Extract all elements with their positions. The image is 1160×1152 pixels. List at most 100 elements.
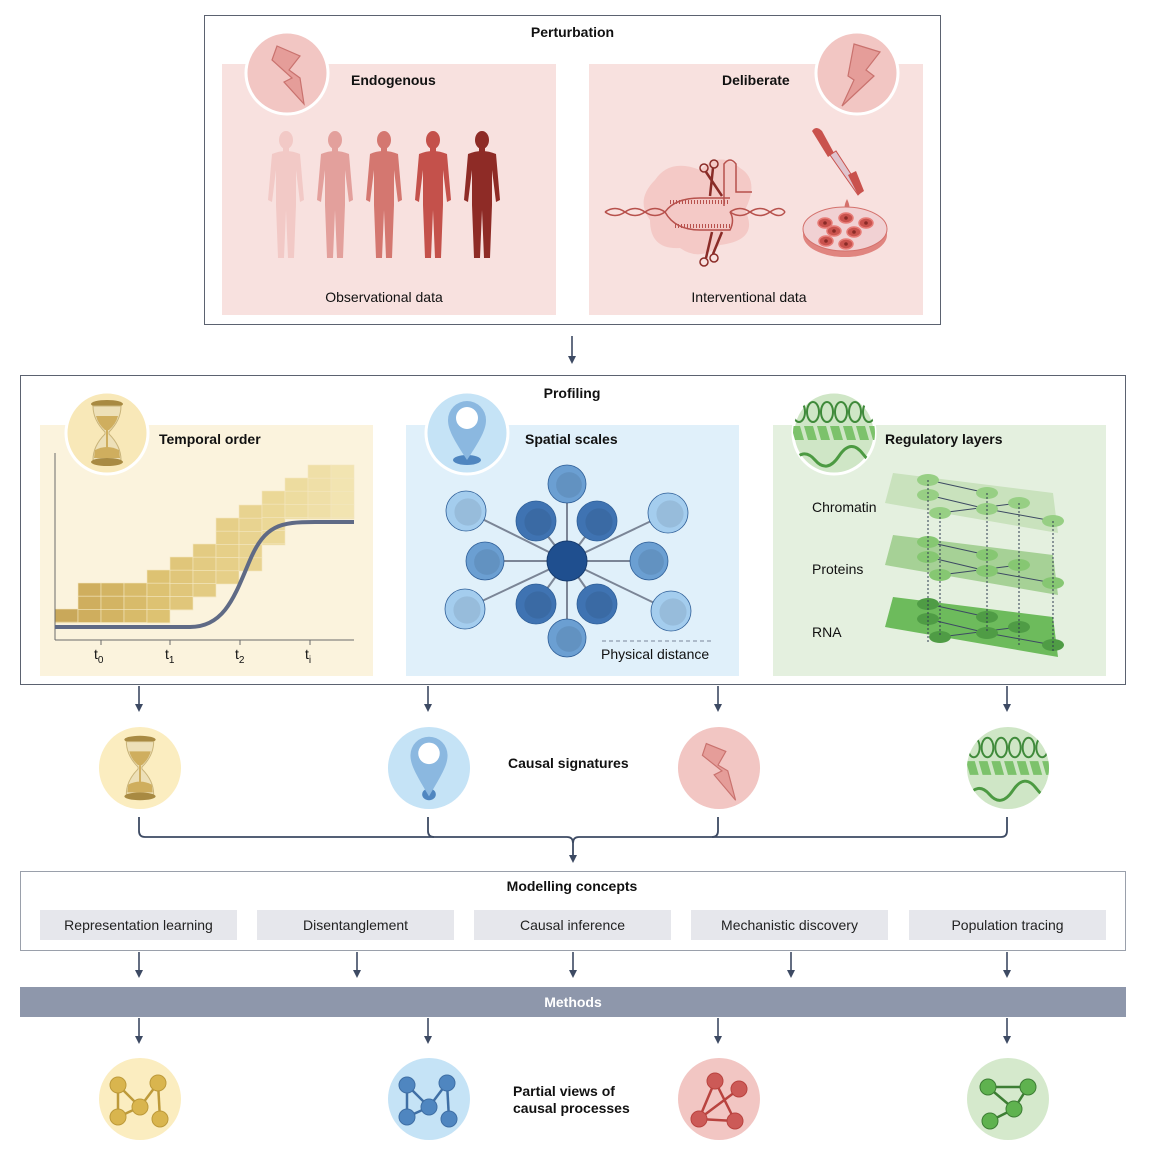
layer-label-chromatin: Chromatin bbox=[812, 499, 877, 515]
human-silhouettes-illustration bbox=[268, 131, 500, 258]
modelling-concepts-title: Modelling concepts bbox=[506, 878, 638, 894]
heatmap-cell bbox=[146, 569, 171, 584]
flow-arrow bbox=[353, 952, 361, 978]
heatmap-cell bbox=[307, 491, 332, 505]
cell-light bbox=[647, 492, 689, 534]
tick-t2: t2 bbox=[235, 646, 245, 666]
heatmap-cell bbox=[238, 504, 263, 519]
graph-node bbox=[131, 1098, 149, 1116]
cell-light bbox=[650, 590, 692, 632]
flow-arrow bbox=[135, 686, 143, 712]
layer-label-proteins: Proteins bbox=[812, 561, 864, 577]
layer-plane bbox=[885, 597, 1064, 657]
flow-arrow bbox=[787, 952, 795, 978]
heatmap-cell bbox=[284, 477, 309, 492]
layer-node bbox=[929, 631, 951, 643]
human-silhouette bbox=[268, 131, 304, 258]
regulatory-layers-heading: Regulatory layers bbox=[885, 431, 1003, 447]
location-pin-icon bbox=[424, 390, 510, 476]
graph-node bbox=[149, 1074, 167, 1092]
concept-mechanistic-discovery: Mechanistic discovery bbox=[691, 910, 888, 940]
graph-node bbox=[981, 1112, 999, 1130]
endogenous-heading: Endogenous bbox=[351, 72, 436, 88]
interventional-data-caption: Interventional data bbox=[691, 289, 807, 305]
graph-node bbox=[438, 1074, 456, 1092]
heatmap-cell bbox=[123, 595, 148, 610]
heatmap-cell bbox=[146, 582, 171, 597]
concept-representation-learning: Representation learning bbox=[40, 910, 237, 940]
hourglass-icon bbox=[98, 726, 182, 810]
spatial-cell-network bbox=[444, 464, 712, 658]
heatmap-cell bbox=[330, 504, 355, 519]
merge-bracket bbox=[138, 817, 1008, 863]
layer-node bbox=[917, 613, 939, 625]
concept-disentanglement: Disentanglement bbox=[257, 910, 454, 940]
methods-label: Methods bbox=[544, 994, 602, 1010]
flow-arrow bbox=[569, 952, 577, 978]
heatmap-cell bbox=[330, 464, 355, 479]
hourglass-icon bbox=[64, 390, 150, 476]
methods-bar: Methods bbox=[20, 987, 1126, 1017]
human-silhouette bbox=[366, 131, 402, 258]
heatmap-cell bbox=[215, 544, 240, 558]
heatmap-cell bbox=[307, 477, 332, 492]
dna-helix-icon bbox=[791, 390, 877, 476]
lightning-bolt-icon bbox=[677, 726, 761, 810]
layer-label-rna: RNA bbox=[812, 624, 842, 640]
green-graph-icon bbox=[967, 1058, 1049, 1140]
flow-arrow bbox=[424, 686, 432, 712]
human-silhouette bbox=[464, 131, 500, 258]
heatmap-cell bbox=[169, 556, 194, 571]
cell-dark bbox=[576, 583, 618, 625]
flow-arrow bbox=[135, 1018, 143, 1044]
heatmap-cell bbox=[284, 490, 309, 505]
red-graph-icon bbox=[678, 1058, 760, 1140]
heatmap-cell bbox=[169, 596, 194, 611]
cell-center bbox=[546, 540, 588, 582]
heatmap-cell bbox=[307, 464, 332, 479]
flow-arrow bbox=[1003, 686, 1011, 712]
cell-light bbox=[445, 490, 487, 532]
layer-plane bbox=[885, 535, 1064, 595]
heatmap-cell bbox=[192, 583, 217, 598]
graph-node bbox=[730, 1080, 748, 1098]
heatmap-cell bbox=[54, 608, 79, 623]
heatmap-cell bbox=[100, 582, 125, 597]
heatmap-cell bbox=[261, 490, 286, 505]
heatmap-cell bbox=[77, 595, 102, 610]
concept-causal-inference: Causal inference bbox=[474, 910, 671, 940]
graph-node bbox=[420, 1098, 438, 1116]
blue-graph-icon bbox=[388, 1058, 470, 1140]
graph-node bbox=[398, 1108, 416, 1126]
partial-views-label: Partial views of causal processes bbox=[513, 1083, 630, 1116]
heatmap-cell bbox=[330, 517, 355, 520]
flow-arrow bbox=[135, 952, 143, 978]
heatmap-cell bbox=[330, 477, 355, 492]
physical-distance-legend: Physical distance bbox=[601, 646, 710, 662]
graph-node bbox=[398, 1076, 416, 1094]
graph-node bbox=[979, 1078, 997, 1096]
cell-medium bbox=[629, 541, 669, 581]
heatmap-cell bbox=[192, 556, 217, 571]
heatmap-cell bbox=[123, 582, 148, 597]
lightning-bolt-icon bbox=[814, 30, 900, 116]
heatmap-cell bbox=[123, 609, 148, 623]
deliberate-heading: Deliberate bbox=[722, 72, 790, 88]
heatmap-cell bbox=[215, 557, 240, 572]
heatmap-cell bbox=[169, 583, 194, 597]
heatmap-cell bbox=[192, 543, 217, 558]
flow-arrow bbox=[714, 686, 722, 712]
perturbation-title: Perturbation bbox=[530, 24, 615, 40]
spatial-scales-heading: Spatial scales bbox=[525, 431, 618, 447]
layer-node bbox=[917, 489, 939, 501]
heatmap-cell bbox=[307, 504, 332, 519]
graph-node bbox=[440, 1110, 458, 1128]
heatmap-cell bbox=[54, 621, 79, 624]
pipette-petri-dish-illustration bbox=[802, 128, 888, 257]
tick-ti: ti bbox=[305, 646, 312, 666]
heatmap-cell bbox=[215, 570, 240, 585]
human-silhouette bbox=[415, 131, 451, 258]
profiling-title: Profiling bbox=[543, 385, 601, 401]
heatmap-cell bbox=[330, 491, 355, 505]
heatmap-cell bbox=[238, 517, 263, 532]
